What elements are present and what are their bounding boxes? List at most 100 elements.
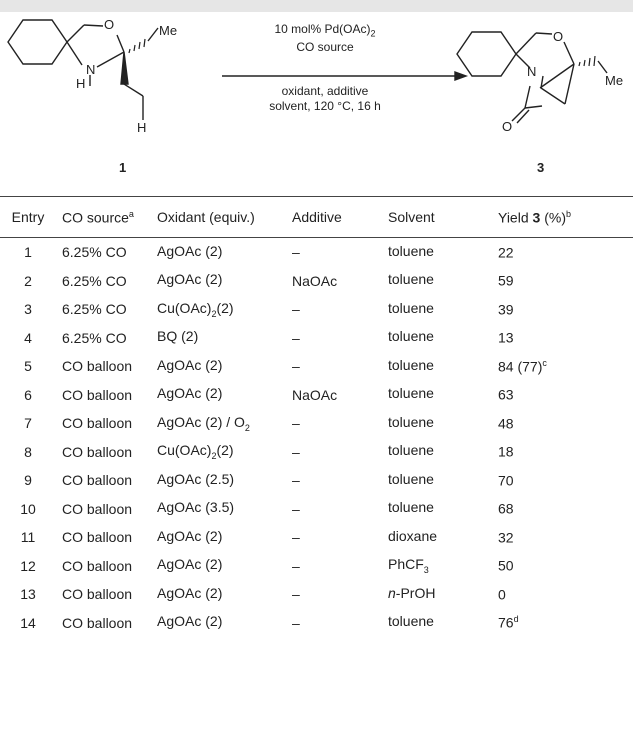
cell-additive: NaOAc: [292, 386, 338, 403]
cell-co-source: 6.25% CO: [62, 329, 127, 346]
cell-co-source: CO balloon: [62, 358, 133, 375]
methyl-label-left: Me: [159, 23, 178, 38]
condition-oxidant: oxidant, additive: [281, 84, 369, 98]
compound-number-1: 1: [119, 160, 127, 175]
cell-oxidant: AgOAc (2): [157, 385, 223, 402]
cell-yield: 13: [498, 330, 514, 347]
cyclohexane-ring-right: [456, 31, 517, 77]
cell-entry: 7: [24, 415, 32, 432]
nitrogen-atom-left: N: [86, 62, 96, 77]
cell-entry: 11: [20, 529, 36, 546]
reaction-scheme: O N H Me H 10 mol% Pd(OAc)2 CO source ox…: [0, 12, 633, 195]
cell-co-source: CO balloon: [62, 472, 133, 489]
table-row: 8 CO balloon Cu(OAc)2(2) – toluene 18: [0, 438, 633, 467]
cell-yield: 63: [498, 387, 514, 404]
cell-oxidant: Cu(OAc)2(2): [157, 299, 234, 319]
cell-solvent: toluene: [388, 356, 434, 373]
oxygen-atom-left: O: [104, 17, 115, 32]
cell-oxidant: AgOAc (2): [157, 613, 223, 630]
cell-additive: –: [292, 358, 300, 375]
cell-yield: 18: [498, 444, 514, 461]
cell-oxidant: AgOAc (2): [157, 556, 223, 573]
cell-oxidant: BQ (2): [157, 328, 199, 345]
cell-additive: –: [292, 586, 300, 603]
compound-number-3: 3: [537, 160, 545, 175]
methyl-label-right: Me: [605, 73, 624, 88]
cell-yield: 50: [498, 558, 514, 575]
table-caption-bar: [0, 0, 633, 12]
table-row: 11 CO balloon AgOAc (2) – dioxane 32: [0, 523, 633, 552]
cell-solvent: PhCF3: [388, 556, 429, 576]
cell-co-source: CO balloon: [62, 557, 133, 574]
cell-additive: –: [292, 472, 300, 489]
cell-solvent: toluene: [388, 413, 434, 430]
cell-oxidant: AgOAc (2): [157, 584, 223, 601]
cell-oxidant: AgOAc (2): [157, 242, 223, 259]
table-header-row: Entry CO sourcea Oxidant (equiv.) Additi…: [0, 196, 633, 238]
optimization-table: Entry CO sourcea Oxidant (equiv.) Additi…: [0, 196, 633, 637]
cell-solvent: dioxane: [388, 527, 438, 544]
cell-yield: 48: [498, 415, 514, 432]
cell-entry: 4: [24, 329, 32, 346]
cell-additive: –: [292, 557, 300, 574]
cell-yield: 76d: [498, 614, 519, 632]
table-row: 3 6.25% CO Cu(OAc)2(2) – toluene 39: [0, 295, 633, 324]
header-yield: Yield 3 (%)b: [486, 196, 633, 238]
cell-solvent: toluene: [388, 470, 434, 487]
cell-yield: 68: [498, 501, 514, 518]
cell-oxidant: AgOAc (3.5): [157, 499, 235, 516]
hydrogen-terminal-label: H: [137, 120, 147, 135]
cell-oxidant: Cu(OAc)2(2): [157, 442, 234, 462]
cell-oxidant: AgOAc (2): [157, 356, 223, 373]
cell-yield: 22: [498, 244, 514, 261]
cell-solvent: toluene: [388, 299, 434, 316]
cell-solvent: toluene: [388, 271, 434, 288]
cell-entry: 6: [24, 386, 32, 403]
cell-entry: 1: [24, 244, 32, 261]
cell-entry: 14: [20, 614, 36, 631]
cell-co-source: CO balloon: [62, 614, 133, 631]
cell-solvent: n-PrOH: [388, 584, 436, 601]
header-additive: Additive: [288, 196, 372, 238]
cell-entry: 8: [24, 443, 32, 460]
cell-entry: 2: [24, 272, 32, 289]
cell-co-source: 6.25% CO: [62, 301, 127, 318]
condition-co-source: CO source: [296, 40, 354, 54]
condition-catalyst: 10 mol% Pd(OAc)2: [274, 22, 376, 39]
header-solvent: Solvent: [372, 196, 486, 238]
cell-yield: 59: [498, 273, 514, 290]
cell-co-source: CO balloon: [62, 443, 133, 460]
cyclohexane-ring-left: [7, 19, 68, 65]
cell-additive: –: [292, 443, 300, 460]
cell-oxidant: AgOAc (2.5): [157, 470, 235, 487]
cell-entry: 5: [24, 358, 32, 375]
header-entry: Entry: [0, 196, 56, 238]
cell-additive: –: [292, 244, 300, 261]
cell-yield: 0: [498, 586, 506, 603]
header-co-source: CO sourcea: [56, 196, 153, 238]
cell-oxidant: AgOAc (2): [157, 527, 223, 544]
cell-yield: 39: [498, 301, 514, 318]
cell-co-source: CO balloon: [62, 529, 133, 546]
cell-yield: 32: [498, 529, 514, 546]
cell-entry: 12: [20, 557, 36, 574]
cell-yield: 70: [498, 472, 514, 489]
cell-oxidant: AgOAc (2) / O2: [157, 413, 250, 433]
reaction-scheme-drawing: [7, 19, 608, 124]
cell-co-source: CO balloon: [62, 500, 133, 517]
condition-solvent-temp: solvent, 120 °C, 16 h: [269, 99, 381, 113]
oxygen-atom-right: O: [553, 29, 564, 44]
cell-additive: –: [292, 329, 300, 346]
cell-additive: –: [292, 529, 300, 546]
cell-solvent: toluene: [388, 442, 434, 459]
cell-entry: 3: [24, 301, 32, 318]
cell-additive: –: [292, 301, 300, 318]
carbonyl-oxygen: O: [502, 119, 513, 134]
cell-entry: 9: [24, 472, 32, 489]
cell-co-source: CO balloon: [62, 386, 133, 403]
